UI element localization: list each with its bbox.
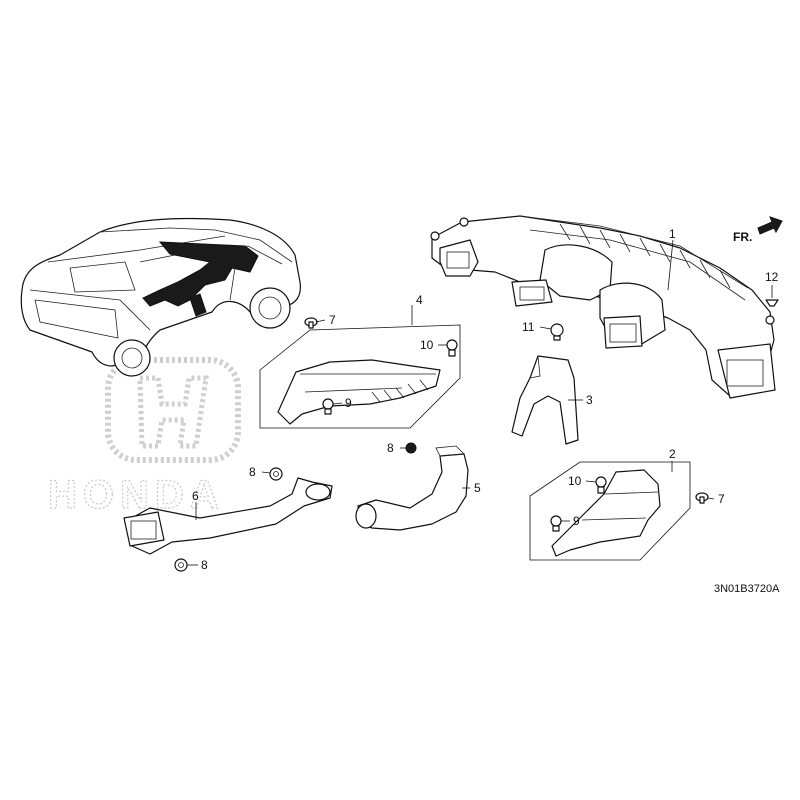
callout-8-left: 8 xyxy=(249,465,256,479)
callout-8-center: 8 xyxy=(387,441,394,455)
callout-12: 12 xyxy=(765,270,779,284)
callout-2: 2 xyxy=(669,447,676,461)
callout-9-upper: 9 xyxy=(345,396,352,410)
screw-8-icon xyxy=(405,442,417,454)
clip-7-icon xyxy=(695,492,709,504)
bolt-10-icon xyxy=(595,476,607,494)
screw-8-icon xyxy=(174,558,188,572)
watermark-text: HONDA xyxy=(48,473,225,517)
clip-12-icon xyxy=(765,299,779,307)
bolt-9-icon xyxy=(550,515,562,532)
part-5-duct xyxy=(355,445,469,531)
callout-9-right: 9 xyxy=(573,514,580,528)
part-2-duct xyxy=(529,461,691,561)
front-direction-indicator: FR. xyxy=(733,216,783,244)
callout-4: 4 xyxy=(416,293,423,307)
callout-10-right: 10 xyxy=(568,474,582,488)
callout-1: 1 xyxy=(669,227,676,241)
part-4-duct xyxy=(259,324,461,429)
part-3-duct xyxy=(511,355,579,445)
clip-7-icon xyxy=(304,317,318,329)
honda-watermark: HONDA xyxy=(47,357,241,518)
callout-6: 6 xyxy=(192,489,199,503)
callout-8-bottom: 8 xyxy=(201,558,208,572)
vehicle-overview xyxy=(20,217,301,377)
callout-3: 3 xyxy=(586,393,593,407)
part-1-main-duct xyxy=(430,215,776,399)
clip-11-icon xyxy=(550,323,564,341)
screw-8-icon xyxy=(269,467,283,481)
bolt-10-icon xyxy=(446,339,458,357)
callout-7-right: 7 xyxy=(718,492,725,506)
leader-lines xyxy=(187,239,773,566)
drawing-code: 3N01B3720A xyxy=(714,583,780,595)
front-direction-label: FR. xyxy=(733,230,752,244)
callout-5: 5 xyxy=(474,481,481,495)
callout-7-upper: 7 xyxy=(329,313,336,327)
callout-11: 11 xyxy=(522,320,535,334)
callout-10-upper: 10 xyxy=(420,338,434,352)
fasteners xyxy=(174,299,779,572)
part-6-duct xyxy=(123,477,333,555)
bolt-9-icon xyxy=(322,398,334,415)
callout-labels: 1 2 3 4 5 6 7 7 8 8 8 9 9 10 10 11 12 xyxy=(192,227,779,572)
